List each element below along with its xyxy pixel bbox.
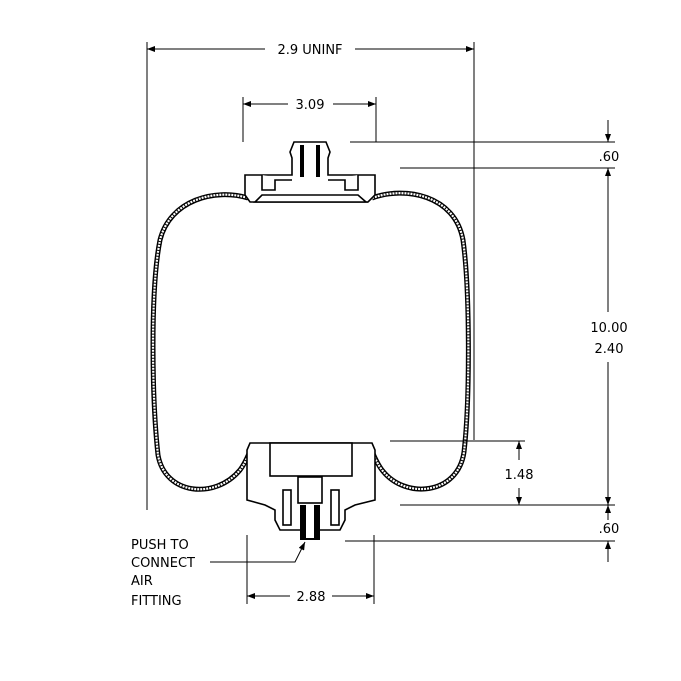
piston-height-label: 1.48 (505, 468, 534, 483)
air-fitting-callout: PUSH TO CONNECT AIR FITTING (131, 538, 195, 609)
design-height-label-2: 2.40 (595, 342, 624, 357)
design-height-label: 10.00 (590, 321, 627, 336)
overall-width-label: 2.9 UNINF (277, 43, 342, 58)
callout-line-2: CONNECT (131, 556, 195, 571)
callout-line-1: PUSH TO (131, 538, 189, 553)
dimension-lines (146, 42, 615, 604)
piston-width-label: 2.88 (297, 590, 326, 605)
top-height-label: .60 (599, 150, 620, 165)
bottom-piston (246, 442, 376, 540)
callout-line-3: AIR (131, 574, 153, 589)
top-bead-plate (244, 141, 376, 203)
bellows (150, 190, 471, 492)
top-plate-width-label: 3.09 (296, 98, 325, 113)
callout-line-4: FITTING (131, 594, 182, 609)
bottom-height-label: .60 (599, 522, 620, 537)
